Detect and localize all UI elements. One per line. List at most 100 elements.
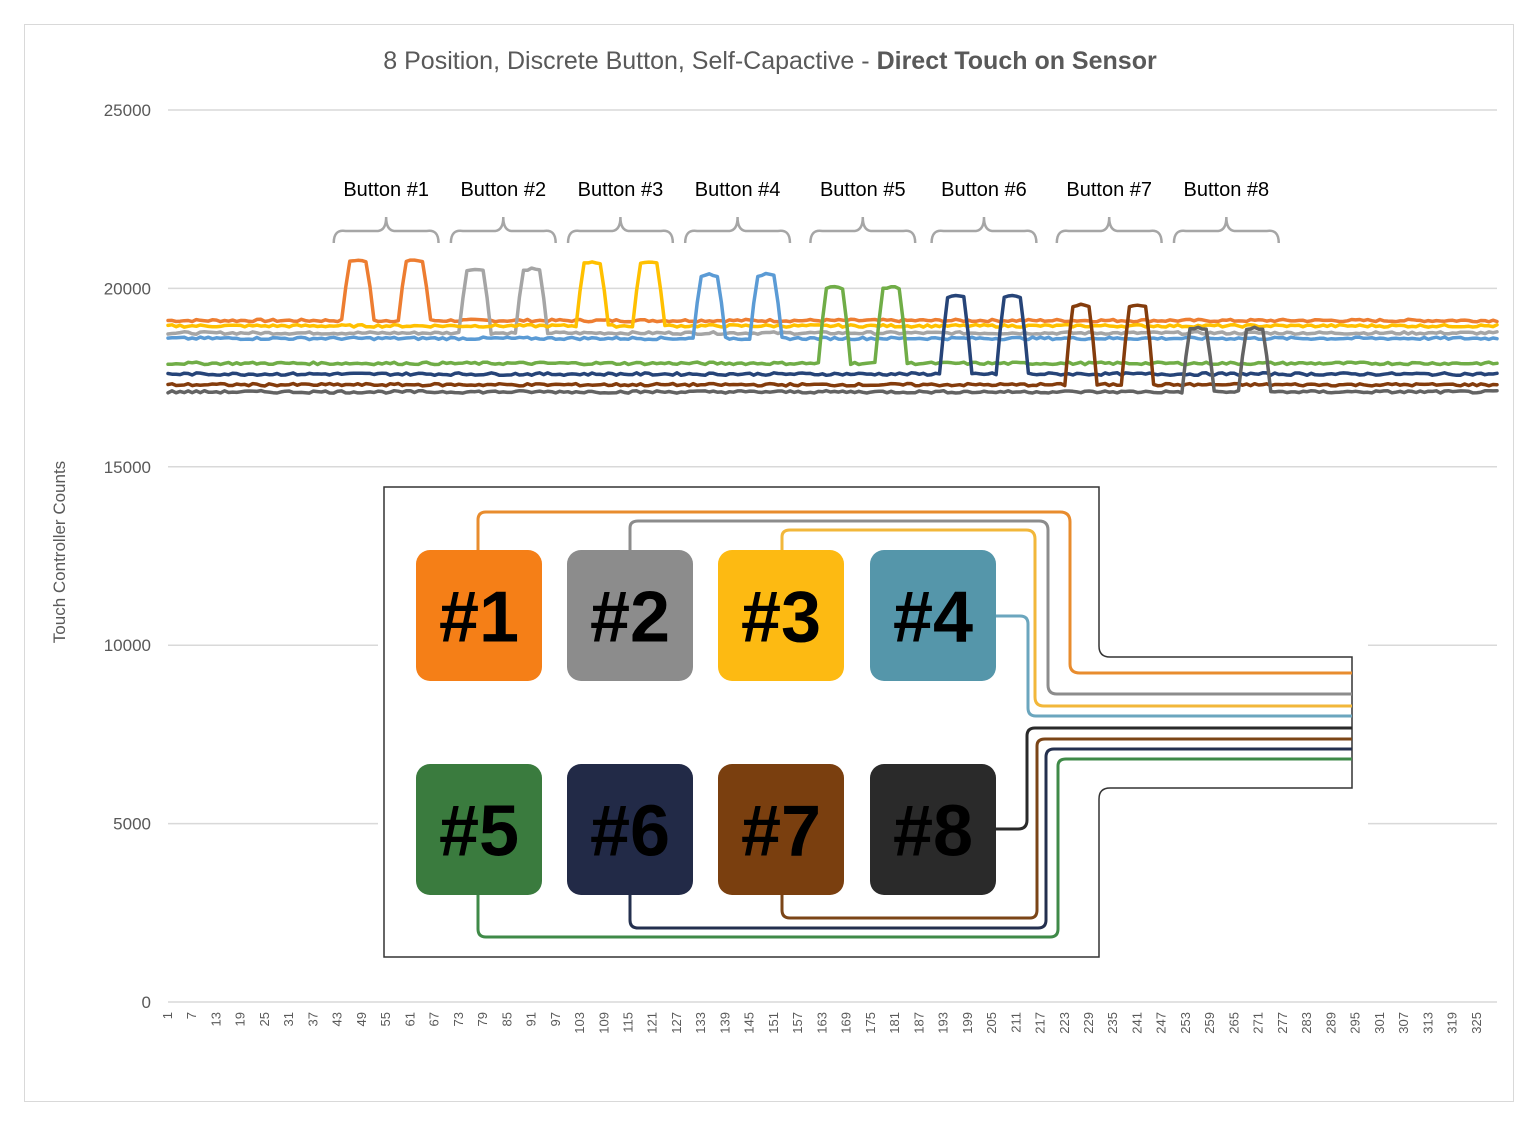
button-label-2: Button #2 xyxy=(460,179,546,201)
x-tick-259: 259 xyxy=(1202,1012,1217,1034)
sensor-trace-2 xyxy=(628,519,1352,696)
sensor-key-7 xyxy=(718,764,844,895)
chart-title: 8 Position, Discrete Button, Self-Capact… xyxy=(383,47,1157,75)
sensor-trace-3 xyxy=(780,528,1352,708)
sensor-key-6 xyxy=(567,764,693,895)
sensor-key-label-5: #5 xyxy=(439,792,519,872)
x-tick-271: 271 xyxy=(1251,1012,1266,1034)
x-tick-211: 211 xyxy=(1008,1012,1023,1033)
x-tick-13: 13 xyxy=(208,1012,223,1026)
sensor-trace-4 xyxy=(996,614,1352,718)
x-tick-85: 85 xyxy=(499,1012,514,1026)
x-tick-229: 229 xyxy=(1081,1012,1096,1034)
x-tick-277: 277 xyxy=(1275,1012,1290,1034)
x-tick-223: 223 xyxy=(1057,1012,1072,1034)
sensor-key-label-1: #1 xyxy=(439,578,519,658)
x-tick-31: 31 xyxy=(281,1012,296,1026)
x-tick-7: 7 xyxy=(184,1012,199,1019)
sensor-key-label-8: #8 xyxy=(893,792,973,872)
sensor-key-label-3: #3 xyxy=(741,578,821,658)
series-line-1 xyxy=(166,258,1499,324)
button-brace-3 xyxy=(566,216,675,244)
x-tick-157: 157 xyxy=(790,1012,805,1034)
x-tick-91: 91 xyxy=(524,1012,539,1026)
x-tick-253: 253 xyxy=(1178,1012,1193,1034)
x-tick-205: 205 xyxy=(984,1012,999,1034)
x-tick-265: 265 xyxy=(1226,1012,1241,1034)
series-line-6 xyxy=(166,293,1499,378)
x-tick-283: 283 xyxy=(1299,1012,1314,1034)
y-tick-5000: 5000 xyxy=(113,815,151,834)
x-tick-103: 103 xyxy=(572,1012,587,1034)
x-tick-67: 67 xyxy=(427,1012,442,1026)
x-tick-295: 295 xyxy=(1348,1012,1363,1034)
series-line-5 xyxy=(166,284,1499,367)
button-label-7: Button #7 xyxy=(1066,179,1152,201)
button-brace-5 xyxy=(809,216,917,244)
sensor-trace-7 xyxy=(780,737,1352,920)
sensor-key-label-4: #4 xyxy=(893,578,973,658)
y-tick-15000: 15000 xyxy=(104,458,151,477)
x-tick-73: 73 xyxy=(451,1012,466,1026)
button-brace-2 xyxy=(449,216,557,244)
x-tick-307: 307 xyxy=(1396,1012,1411,1034)
x-tick-151: 151 xyxy=(766,1012,781,1034)
button-label-4: Button #4 xyxy=(695,179,781,201)
sensor-trace-6 xyxy=(628,747,1352,930)
series-line-7 xyxy=(166,302,1499,388)
x-tick-115: 115 xyxy=(621,1012,636,1033)
y-tick-25000: 25000 xyxy=(104,101,151,120)
sensor-trace-5 xyxy=(476,757,1352,939)
y-tick-10000: 10000 xyxy=(104,636,151,655)
x-tick-181: 181 xyxy=(887,1012,902,1034)
x-tick-199: 199 xyxy=(960,1012,975,1034)
x-tick-289: 289 xyxy=(1323,1012,1338,1034)
x-tick-247: 247 xyxy=(1154,1012,1169,1034)
x-tick-319: 319 xyxy=(1445,1012,1460,1034)
sensor-key-label-6: #6 xyxy=(590,792,670,872)
x-tick-325: 325 xyxy=(1469,1012,1484,1034)
sensor-key-5 xyxy=(416,764,542,895)
sensor-key-8 xyxy=(870,764,996,895)
button-label-5: Button #5 xyxy=(820,179,906,201)
x-tick-241: 241 xyxy=(1129,1012,1144,1034)
x-tick-169: 169 xyxy=(839,1012,854,1034)
button-label-3: Button #3 xyxy=(578,179,664,201)
x-tick-301: 301 xyxy=(1372,1012,1387,1034)
x-tick-187: 187 xyxy=(911,1012,926,1034)
button-label-1: Button #1 xyxy=(343,179,429,201)
x-tick-25: 25 xyxy=(257,1012,272,1026)
button-brace-8 xyxy=(1172,216,1280,244)
x-tick-121: 121 xyxy=(645,1012,660,1034)
series-line-2 xyxy=(166,266,1499,336)
x-tick-145: 145 xyxy=(742,1012,757,1034)
x-tick-193: 193 xyxy=(936,1012,951,1034)
button-label-6: Button #6 xyxy=(941,179,1027,201)
x-tick-43: 43 xyxy=(330,1012,345,1026)
sensor-trace-8 xyxy=(996,726,1352,831)
x-tick-49: 49 xyxy=(354,1012,369,1026)
x-tick-19: 19 xyxy=(233,1012,248,1026)
sensor-trace-1 xyxy=(476,510,1352,675)
x-tick-55: 55 xyxy=(378,1012,393,1026)
button-brace-6 xyxy=(930,216,1038,244)
y-tick-0: 0 xyxy=(142,993,151,1012)
x-tick-109: 109 xyxy=(596,1012,611,1034)
x-tick-37: 37 xyxy=(305,1012,320,1026)
button-brace-1 xyxy=(332,216,440,244)
x-tick-163: 163 xyxy=(814,1012,829,1034)
series-line-4 xyxy=(166,271,1499,342)
x-tick-61: 61 xyxy=(402,1012,417,1026)
sensor-outline xyxy=(383,486,1353,958)
x-tick-1: 1 xyxy=(160,1012,175,1019)
x-tick-79: 79 xyxy=(475,1012,490,1026)
x-tick-labels: 1 7 13 19 25 31 37 43 49 55 61 67 73 79 85 91 97 103 109 11… xyxy=(160,1012,1484,1034)
button-annotations: Button #1 Button #2 Button #3 Button #4 Butt… xyxy=(332,179,1280,244)
x-tick-133: 133 xyxy=(693,1012,708,1034)
x-tick-127: 127 xyxy=(669,1012,684,1034)
sensor-key-3 xyxy=(718,550,844,681)
x-tick-97: 97 xyxy=(548,1012,563,1026)
sensor-key-label-2: #2 xyxy=(590,578,670,658)
